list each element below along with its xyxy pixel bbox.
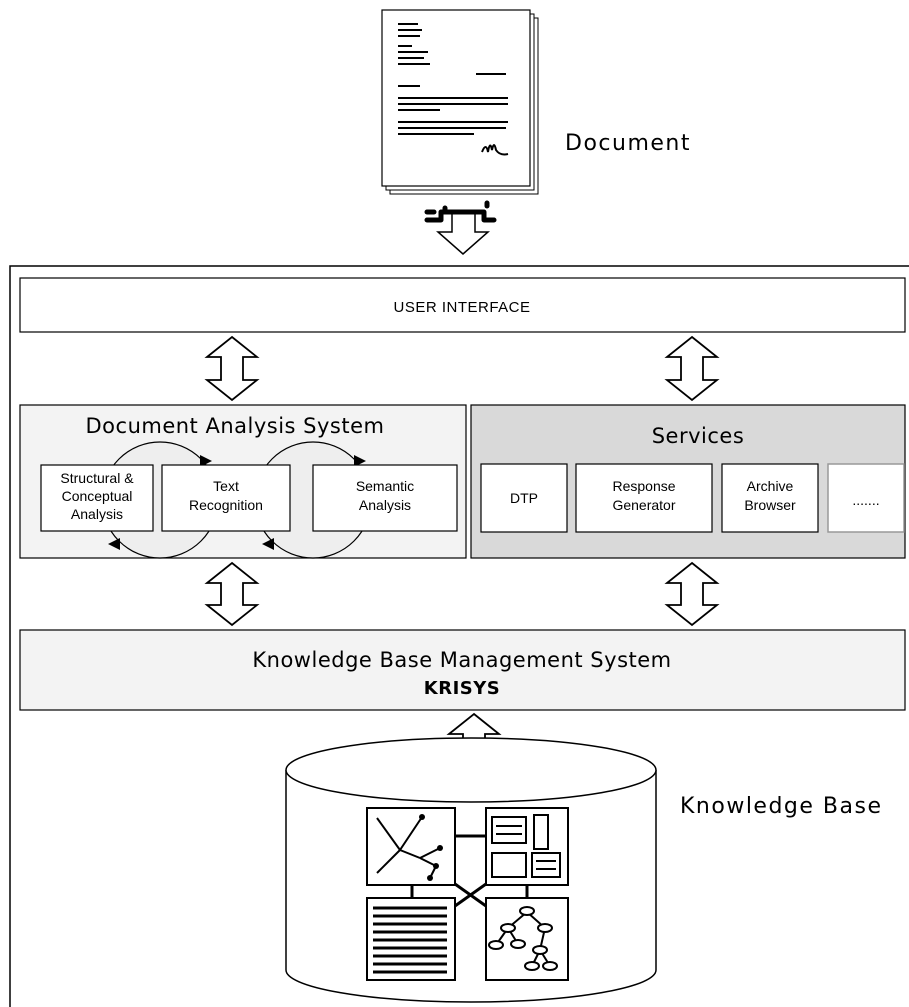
ui-analysis-arrow-icon	[204, 335, 260, 402]
text-recognition-box	[161, 464, 291, 532]
kbms-box	[19, 629, 906, 711]
semantic-analysis-box	[312, 464, 458, 532]
user-interface-box	[19, 277, 906, 333]
signature-icon	[481, 144, 509, 156]
response-line-2: Generator	[612, 497, 675, 513]
cycle-arrowhead	[354, 455, 366, 467]
cycle-arrowhead	[262, 538, 274, 550]
archive-browser-box	[721, 463, 819, 533]
knowledge-base-cylinder	[285, 737, 657, 1003]
input-arrow-icon	[436, 211, 490, 255]
response-line-1: Response	[612, 478, 675, 494]
network-graph-icon	[366, 807, 456, 886]
layout-form-icon	[485, 807, 569, 886]
structural-analysis-box	[40, 464, 154, 532]
dtp-box	[480, 463, 568, 533]
analysis-system-title: Document Analysis System	[86, 414, 385, 438]
semantic-line-1: Semantic	[356, 478, 414, 494]
more-services-label: .......	[852, 492, 879, 508]
cycle-arrowhead	[200, 455, 212, 467]
knowledge-base-label: Knowledge Base	[680, 794, 883, 819]
tree-hierarchy-icon	[485, 897, 569, 981]
document-icon	[381, 9, 539, 195]
archive-line-1: Archive	[747, 478, 794, 494]
ui-services-arrow-icon	[664, 335, 720, 402]
text-lines-icon	[366, 897, 456, 981]
document-label: Document	[565, 131, 691, 156]
kbms-name: KRISYS	[424, 678, 500, 699]
semantic-line-2: Analysis	[359, 497, 411, 513]
user-interface-label: USER INTERFACE	[393, 299, 530, 316]
analysis-kbms-arrow-icon	[204, 561, 260, 627]
services-kbms-arrow-icon	[664, 561, 720, 627]
structural-line-1: Structural &	[60, 470, 134, 486]
kb-connectors	[410, 834, 529, 908]
structural-line-3: Analysis	[71, 506, 123, 522]
text-recognition-line-2: Recognition	[189, 497, 263, 513]
archive-line-2: Browser	[744, 497, 796, 513]
document-scribble-text	[398, 23, 508, 135]
more-services-box	[827, 463, 905, 533]
services-title: Services	[652, 424, 745, 448]
response-generator-box	[575, 463, 713, 533]
dtp-label: DTP	[510, 490, 538, 506]
cycle-arrowhead	[108, 538, 120, 550]
structural-line-2: Conceptual	[62, 488, 133, 504]
text-recognition-line-1: Text	[213, 478, 239, 494]
kbms-title: Knowledge Base Management System	[252, 648, 671, 672]
